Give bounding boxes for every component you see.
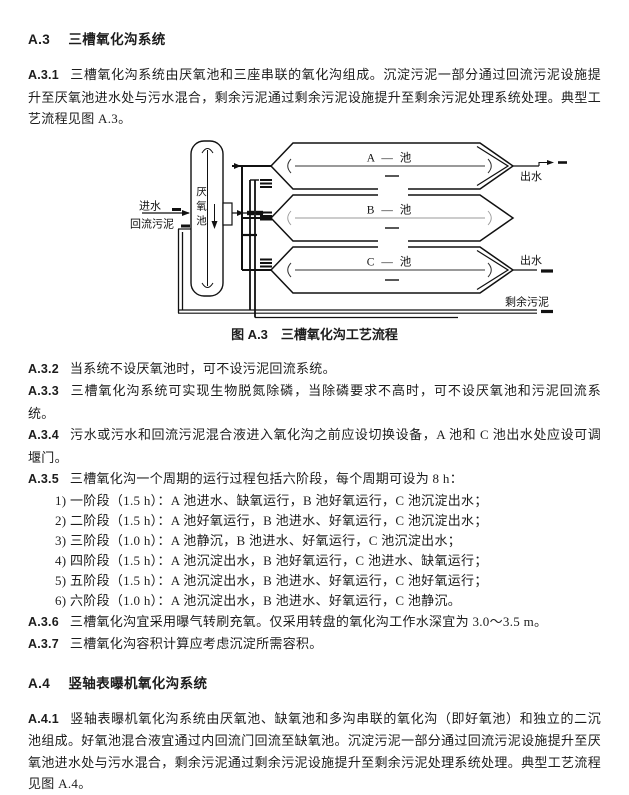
clause-number: A.3.3: [28, 384, 59, 398]
pool-a-label: A — 池: [367, 151, 413, 164]
section-heading-a4: A.4 竖轴表曝机氧化沟系统: [28, 674, 601, 694]
clause-number: A.3.1: [28, 68, 59, 82]
clause-a3-7: A.3.7 三槽氧化沟容积计算应考虑沉淀所需容积。: [28, 633, 601, 656]
clause-number: A.3.4: [28, 428, 59, 442]
section-number: A.3: [28, 32, 51, 47]
clause-a3-6: A.3.6 三槽氧化沟宜采用曝气转刷充氧。仅采用转盘的氧化沟工作水深宜为 3.0～…: [28, 611, 601, 634]
figure-caption: 图 A.3 三槽氧化沟工艺流程: [28, 326, 601, 344]
stage-item-2: 2) 二阶段（1.5 h）：A 池好氧运行，B 池进水、好氧运行，C 池沉淀出水…: [55, 512, 488, 528]
stage-item-3: 3) 三阶段（1.0 h）：A 池静沉，B 池进水、好氧运行，C 池沉淀出水；: [55, 532, 462, 548]
clause-number: A.3.2: [28, 361, 59, 376]
effluent-bottom-line: [513, 268, 553, 273]
effluent-top-line: [513, 159, 567, 167]
effluent-top-label: 出水: [520, 169, 542, 183]
clause-text: 竖轴表曝机氧化沟系统由厌氧池、缺氧池和多沟串联的氧化沟（即好氧池）和独立的二沉池…: [28, 710, 601, 792]
clause-text: 污水或污水和回流污泥混合液进入氧化沟之前应设切换设备，A 池和 C 池出水处应设…: [28, 427, 601, 465]
pool-wall-openings: [378, 186, 408, 249]
operation-stage-list: 1) 一阶段（1.5 h）：A 池进水、缺氧运行，B 池好氧运行，C 池沉淀出水…: [55, 491, 601, 611]
process-flow-diagram: 进水 回流污泥 A — 池 B — 池 C — 池 出水 出水 剩余污泥 厌氧池: [28, 136, 629, 322]
clause-text: 三槽氧化沟一个周期的运行过程包括六阶段，每个周期可设为 8 h：: [69, 471, 463, 486]
figure-a3: 进水 回流污泥 A — 池 B — 池 C — 池 出水 出水 剩余污泥 厌氧池…: [28, 136, 601, 344]
clause-text: 三槽氧化沟系统可实现生物脱氮除磷，当除磷要求不高时，可不设厌氧池和污泥回流系统。: [28, 383, 601, 421]
clause-text: 三槽氧化沟系统由厌氧池和三座串联的氧化沟组成。沉淀污泥一部分通过回流污泥设施提升…: [28, 67, 601, 126]
clause-text: 三槽氧化沟宜采用曝气转刷充氧。仅采用转盘的氧化沟工作水深宜为 3.0～3.5 m…: [69, 613, 548, 629]
clause-a3-5: A.3.5 三槽氧化沟一个周期的运行过程包括六阶段，每个周期可设为 8 h：: [28, 468, 601, 491]
section-title: 三槽氧化沟系统: [68, 32, 166, 47]
section-title: 竖轴表曝机氧化沟系统: [68, 675, 208, 691]
effluent-bottom-label: 出水: [520, 253, 542, 267]
figure-caption-title: 三槽氧化沟工艺流程: [280, 326, 398, 342]
anaerobic-tank: [190, 139, 233, 297]
figure-caption-number: 图 A.3: [231, 326, 268, 342]
influent-label: 进水: [139, 199, 161, 212]
inner-channel-dividers: [287, 158, 492, 281]
stage-item-1: 1) 一阶段（1.5 h）：A 池进水、缺氧运行，B 池好氧运行，C 池沉淀出水…: [55, 492, 488, 508]
clause-text: 当系统不设厌氧池时，可不设污泥回流系统。: [69, 360, 336, 376]
stage-item-6: 6) 六阶段（1.0 h）：A 池沉淀出水，B 池进水、好氧运行，C 池静沉。: [55, 592, 462, 608]
return-sludge-label: 回流污泥: [130, 216, 174, 230]
clause-number: A.3.5: [28, 472, 59, 486]
clause-a3-2: A.3.2 当系统不设厌氧池时，可不设污泥回流系统。: [28, 358, 601, 381]
clause-number: A.4.1: [28, 711, 59, 726]
clause-number: A.3.7: [28, 637, 59, 651]
section-number: A.4: [28, 675, 51, 691]
stage-item-4: 4) 四阶段（1.5 h）：A 池沉淀出水，B 池好氧运行，C 池进水、缺氧运行…: [55, 552, 488, 568]
pool-c-label: C — 池: [367, 255, 413, 268]
pool-b-label: B — 池: [367, 203, 413, 216]
clause-number: A.3.6: [28, 614, 59, 629]
section-heading-a3: A.3 三槽氧化沟系统: [28, 30, 601, 50]
anaerobic-tank-label: 厌氧池: [195, 185, 206, 230]
excess-sludge-label: 剩余污泥: [505, 294, 549, 308]
pipe-network: [142, 162, 553, 318]
stage-item-5: 5) 五阶段（1.5 h）：A 池沉淀出水，B 池进水、好氧运行，C 池好氧运行…: [55, 572, 488, 588]
oxidation-ditch-schematic: 进水 回流污泥 A — 池 B — 池 C — 池 出水 出水 剩余污泥: [130, 139, 567, 318]
clause-text: 三槽氧化沟容积计算应考虑沉淀所需容积。: [69, 636, 323, 651]
